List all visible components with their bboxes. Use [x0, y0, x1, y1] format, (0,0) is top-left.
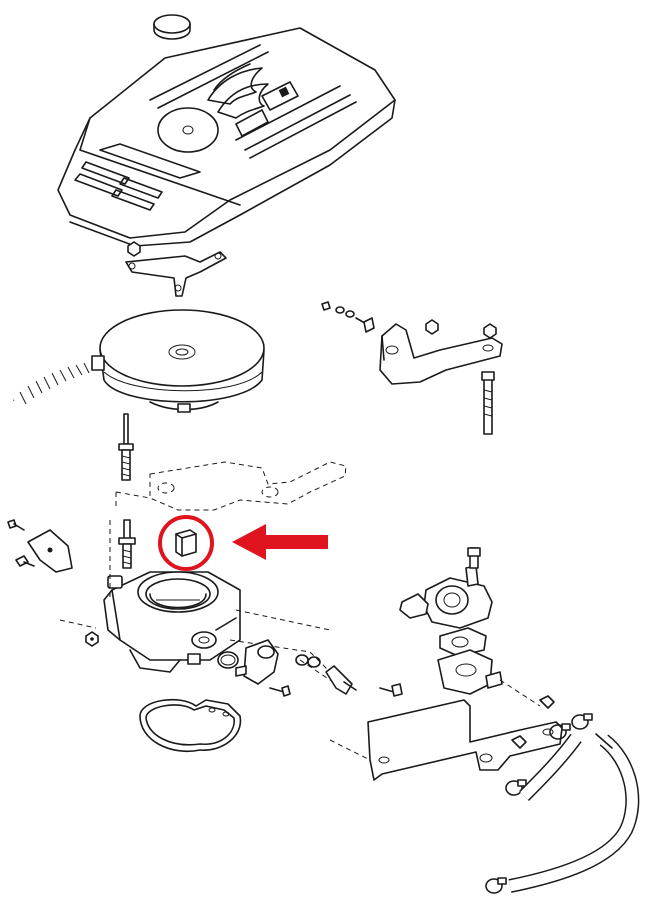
- coolant-hose: [508, 733, 640, 893]
- oil-filler-cap: [153, 14, 191, 40]
- idle-air-control-valve: [399, 547, 493, 629]
- left-bracket: [7, 519, 73, 573]
- mounting-stud-lower: [118, 519, 136, 569]
- iac-gasket: [439, 627, 487, 657]
- small-bolt: [85, 631, 99, 647]
- mounting-stud: [118, 413, 134, 481]
- throttle-cable-bracket: [379, 319, 503, 385]
- sensor-screw: [269, 685, 291, 697]
- air-cleaner: [99, 309, 265, 413]
- hose-clamp: [485, 713, 593, 894]
- circle-marker: [158, 515, 214, 571]
- temperature-sensor: [325, 665, 357, 695]
- iac-adapter: [437, 649, 503, 695]
- throttle-position-sensor: [235, 639, 279, 685]
- lower-support-bracket: [367, 695, 563, 781]
- arrow-left-icon: [232, 524, 328, 560]
- flame-logo: [207, 63, 269, 119]
- bracket-stud: [481, 371, 495, 435]
- breather-hose: [11, 355, 105, 405]
- gasket-outline: [115, 461, 347, 511]
- highlighted-part: [175, 529, 197, 557]
- screw: [379, 683, 403, 697]
- cover-bracket: [125, 251, 227, 297]
- cover-vents: [74, 161, 163, 211]
- throttle-body-gasket: [139, 698, 242, 752]
- throttle-body: [103, 571, 241, 673]
- engine-cover: [57, 14, 396, 257]
- o-ring-pair: [295, 654, 321, 668]
- bracket-bolt-set: [321, 301, 375, 333]
- sensor-connector: [235, 81, 299, 137]
- o-ring: [217, 651, 239, 669]
